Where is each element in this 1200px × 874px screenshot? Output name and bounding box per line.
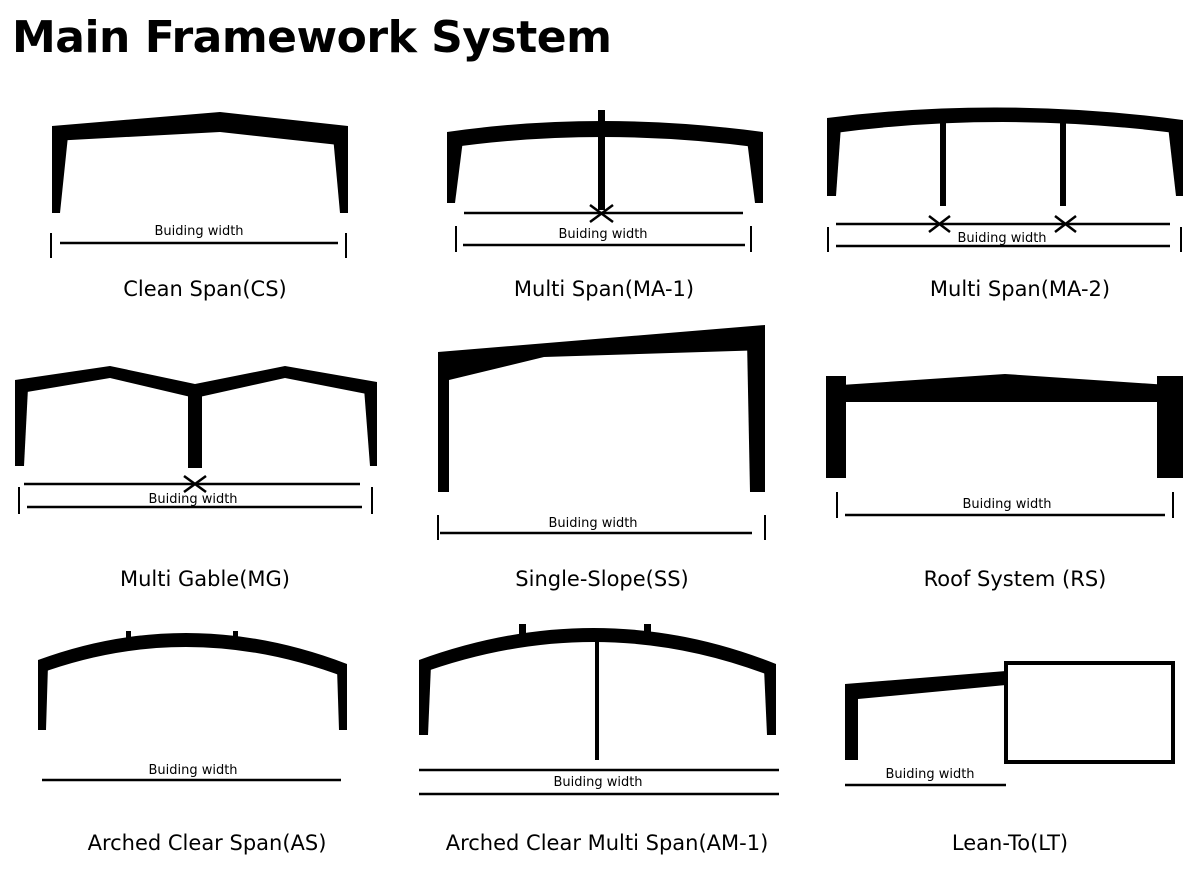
frame-clean-span: Buiding width [50, 112, 348, 258]
as-column-left [38, 665, 48, 730]
as-column-right [337, 668, 347, 730]
as-arch [38, 632, 347, 678]
rs-dimension-label: Buiding width [962, 497, 1051, 512]
caption-clean-span: Clean Span(CS) [123, 277, 287, 301]
am1-column-left [419, 665, 431, 735]
mg-column-left [15, 388, 28, 466]
ss-roof [438, 325, 765, 380]
mg-center-column [188, 388, 202, 468]
am1-splice-mark [644, 624, 651, 641]
as-splice-mark [233, 631, 238, 646]
ma2-roof [827, 107, 1183, 134]
mg-column-right [364, 388, 377, 466]
mg-roof-segment [15, 366, 110, 394]
ma1-column-right [747, 140, 763, 203]
cs-roof-right [220, 112, 348, 146]
cs-roof-left [52, 112, 220, 141]
ma2-support-mark [928, 215, 951, 233]
caption-multi-span-ma1: Multi Span(MA-1) [513, 277, 695, 301]
mg-dimension-label: Buiding width [148, 492, 237, 507]
am1-dimension-label: Buiding width [553, 775, 642, 790]
caption-multi-gable: Multi Gable(MG) [119, 567, 291, 591]
cs-column-left [52, 136, 68, 213]
ma1-center-column [598, 110, 605, 210]
frame-arched-multi-span: Buiding width [419, 624, 779, 796]
ss-column-left [438, 370, 449, 492]
lt-rafter [845, 671, 1006, 699]
am1-splice-mark [519, 624, 526, 641]
ma1-dimension-label: Buiding width [558, 227, 647, 242]
frame-single-slope: Buiding width [437, 325, 766, 540]
caption-single-slope: Single-Slope(SS) [515, 567, 689, 591]
ma2-column-left [827, 126, 841, 196]
ss-column-right [747, 340, 765, 492]
cs-column-right [333, 136, 348, 213]
as-dimension-label: Buiding width [148, 763, 237, 778]
as-splice-mark [126, 631, 131, 646]
lt-main-building [1004, 661, 1175, 764]
rs-column-right [1157, 376, 1183, 478]
caption-arched-clear-span: Arched Clear Span(AS) [87, 831, 327, 855]
am1-center-column [595, 632, 599, 760]
caption-arched-multi-span: Arched Clear Multi Span(AM-1) [445, 831, 769, 855]
lt-column [845, 684, 858, 760]
mg-roof-segment [285, 366, 377, 396]
frame-lean-to: Buiding width [845, 661, 1175, 787]
caption-lean-to: Lean-To(LT) [951, 831, 1069, 855]
ma2-interior-column-2 [1060, 118, 1066, 206]
frame-roof-system: Buiding width [826, 374, 1183, 518]
cs-dimension-label: Buiding width [154, 224, 243, 239]
frame-multi-span-ma1: Buiding width [447, 110, 763, 252]
ma2-column-right [1168, 126, 1183, 196]
mg-roof-segment [195, 366, 285, 398]
frame-arched-clear-span: Buiding width [38, 631, 347, 782]
am1-column-right [764, 668, 776, 735]
rs-roof [826, 374, 1183, 402]
ma2-support-mark [1054, 215, 1077, 233]
caption-roof-system: Roof System (RS) [923, 567, 1107, 591]
ma1-support-mark [589, 203, 614, 224]
ma2-dimension-label: Buiding width [957, 231, 1046, 246]
caption-multi-span-ma2: Multi Span(MA-2) [929, 277, 1111, 301]
lt-dimension-label: Buiding width [885, 767, 974, 782]
am1-arch [419, 627, 776, 678]
frame-multi-span-ma2: Buiding width [827, 107, 1183, 252]
ss-dimension-label: Buiding width [548, 516, 637, 531]
mg-support-mark [183, 474, 207, 494]
page-title: Main Framework System [12, 12, 612, 63]
mg-roof-segment [110, 366, 195, 398]
rs-column-left [826, 376, 846, 478]
ma1-column-left [447, 140, 463, 203]
frame-multi-gable: Buiding width [15, 366, 377, 514]
ma2-interior-column-1 [940, 118, 946, 206]
